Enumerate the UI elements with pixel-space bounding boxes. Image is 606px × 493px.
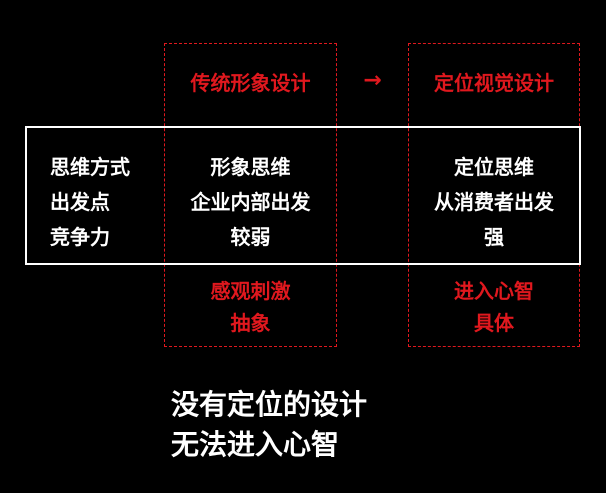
right-arrow-icon: →	[363, 68, 382, 93]
comparison-box	[25, 126, 581, 265]
positioning-competitiveness-value: 强	[484, 225, 504, 249]
criteria-thinking-label: 思维方式	[50, 155, 130, 179]
traditional-design-column	[164, 43, 337, 347]
positioning-outcome-line-1: 进入心智	[454, 279, 534, 303]
conclusion-line-1: 没有定位的设计	[171, 388, 368, 421]
conclusion-line-2: 无法进入心智	[171, 428, 340, 461]
criteria-competitiveness-label: 竞争力	[50, 225, 110, 249]
conclusion-text: 没有定位的设计 无法进入心智	[171, 385, 367, 465]
positioning-starting-point-value: 从消费者出发	[434, 190, 554, 214]
traditional-starting-point-value: 企业内部出发	[190, 190, 311, 214]
traditional-competitiveness-value: 较弱	[230, 225, 271, 249]
traditional-outcome-line-1: 感观刺激	[210, 279, 291, 303]
traditional-values: 形象思维 企业内部出发 较弱	[164, 150, 337, 255]
criteria-starting-point-label: 出发点	[50, 190, 110, 214]
traditional-outcome: 感观刺激 抽象	[164, 275, 337, 339]
traditional-thinking-value: 形象思维	[210, 155, 291, 179]
positioning-outcome: 进入心智 具体	[408, 275, 580, 339]
positioning-design-header: 定位视觉设计	[434, 71, 554, 95]
positioning-outcome-line-2: 具体	[474, 311, 514, 335]
positioning-thinking-value: 定位思维	[454, 155, 534, 179]
positioning-values: 定位思维 从消费者出发 强	[408, 150, 580, 255]
criteria-labels: 思维方式 出发点 竞争力	[50, 150, 160, 255]
traditional-design-header: 传统形象设计	[190, 71, 311, 95]
traditional-outcome-line-2: 抽象	[230, 311, 271, 335]
